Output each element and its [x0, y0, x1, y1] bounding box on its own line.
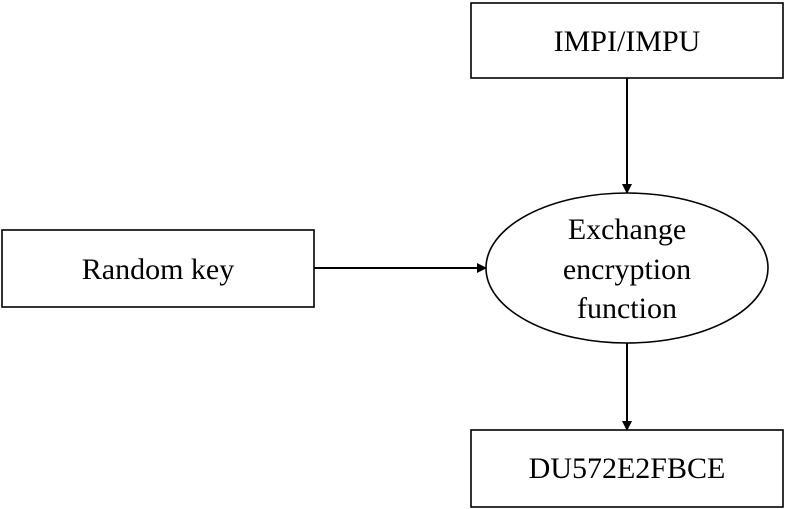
impi-impu-node: IMPI/IMPU	[470, 2, 784, 79]
exchange-function-node: Exchange encryption function	[485, 192, 769, 344]
impi-impu-box	[470, 2, 784, 79]
impi-impu-label: IMPI/IMPU	[554, 25, 701, 58]
exchange-function-label-line3: function	[577, 292, 677, 325]
output-label: DU572E2FBCE	[529, 452, 726, 485]
output-node: DU572E2FBCE	[470, 429, 784, 508]
output-box	[470, 429, 784, 508]
exchange-function-label-line2: encryption	[563, 253, 691, 286]
random-key-box	[1, 229, 315, 308]
exchange-function-label-line1: Exchange	[568, 213, 686, 246]
random-key-label: Random key	[82, 253, 234, 286]
random-key-node: Random key	[1, 229, 315, 308]
